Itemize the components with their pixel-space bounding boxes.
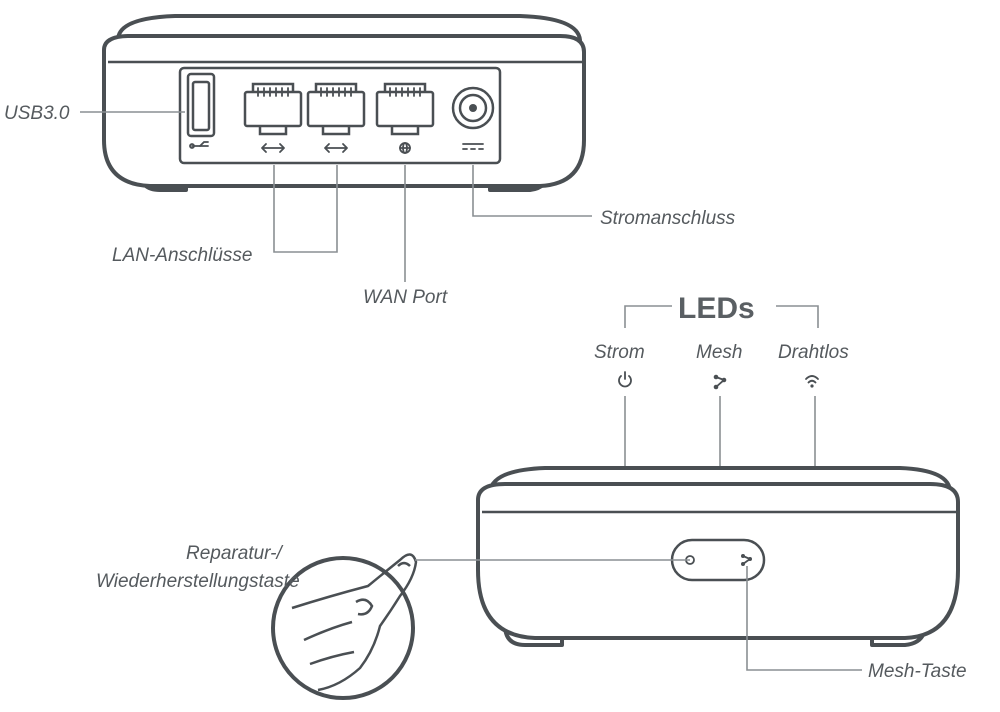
globe-icon — [399, 142, 411, 154]
led-power-label: Strom — [594, 342, 645, 363]
port-panel — [178, 66, 502, 165]
leader-lines-bottom — [415, 559, 862, 671]
power-icon — [618, 371, 632, 388]
reset-label-line2: Wiederherstellungstaste — [96, 571, 300, 592]
mesh-button[interactable] — [741, 554, 752, 566]
leds-title: LEDs — [678, 292, 755, 325]
dc-power-icon — [462, 143, 484, 150]
leds-bracket-left — [624, 305, 672, 328]
lan-arrows-icon — [324, 143, 348, 153]
mesh-button-label: Mesh-Taste — [868, 661, 967, 682]
lan-ports-label: LAN-Anschlüsse — [112, 245, 252, 266]
mesh-icon — [713, 374, 727, 390]
wifi-icon — [805, 375, 819, 388]
wan-port — [375, 82, 435, 154]
leader-lines-top — [80, 111, 592, 282]
usb-port — [186, 72, 216, 149]
led-wireless-label: Drahtlos — [778, 342, 849, 363]
usb-icon — [189, 141, 209, 149]
lan-port-1 — [243, 82, 303, 153]
front-body — [476, 482, 960, 640]
usb-label: USB3.0 — [4, 103, 70, 124]
reset-label-line1: Reparatur-/ — [186, 543, 283, 564]
hand-pressing-illustration — [271, 553, 418, 700]
lan-port-2 — [306, 82, 366, 153]
dc-power-port — [451, 86, 495, 150]
led-mesh-label: Mesh — [696, 342, 742, 363]
leds-bracket-right — [776, 305, 819, 328]
power-port-label: Stromanschluss — [600, 208, 736, 229]
router-front-view — [476, 466, 960, 647]
wan-port-label: WAN Port — [363, 287, 448, 308]
router-rear-view — [102, 14, 586, 192]
lan-arrows-icon — [261, 143, 285, 153]
